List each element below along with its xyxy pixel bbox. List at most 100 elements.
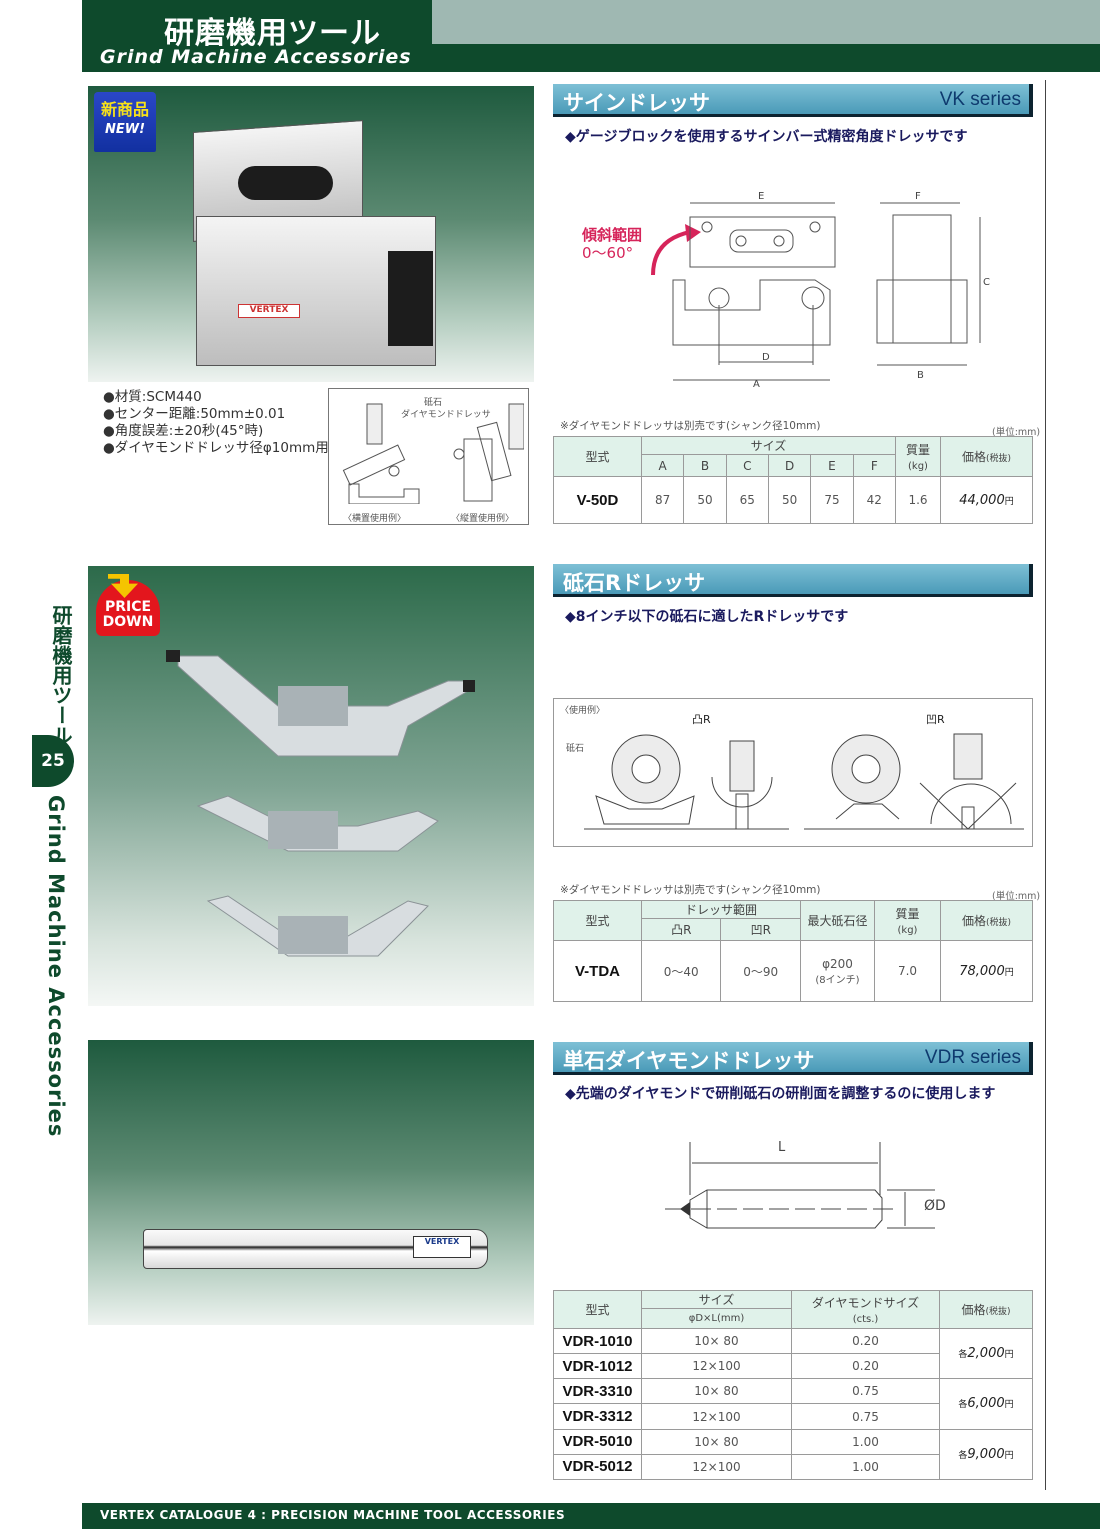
- cell-model: VDR-1010: [553, 1327, 642, 1355]
- usage-drawing: [342, 403, 524, 504]
- cell-model: VDR-3312: [553, 1403, 642, 1430]
- table-row: VDR-1012 12×100 0.20: [553, 1353, 1033, 1380]
- cell-price: 各2,000円: [939, 1327, 1033, 1380]
- footer-text: VERTEX CATALOGUE 4 : PRECISION MACHINE T…: [100, 1508, 566, 1522]
- cell-model: VDR-3310: [553, 1378, 642, 1405]
- vertex-label: VERTEX: [238, 304, 300, 318]
- table2-note: ※ダイヤモンドドレッサは別売です(シャンク径10mm): [560, 884, 821, 896]
- r-dresser-illustration: [166, 650, 475, 957]
- dim-D: ØD: [924, 1198, 946, 1214]
- tilt-range-label: 傾斜範囲: [582, 226, 643, 244]
- table-row: VDR-3310 10× 80 0.75 各6,000円: [553, 1378, 1033, 1430]
- th-concave: 凹R: [720, 918, 801, 941]
- cell-convex: 0〜40: [640, 940, 722, 1002]
- section-description: ◆ゲージブロックを使用するサインバー式精密角度ドレッサです: [565, 129, 968, 145]
- section-header-r-dresser: 砥石Rドレッサ: [553, 564, 1033, 597]
- cell-cts: 1.00: [791, 1453, 940, 1481]
- footer-bar: [82, 1503, 1100, 1529]
- side-label-jp: 研磨機用ツール: [49, 605, 73, 745]
- cell-size: 10× 80: [641, 1428, 792, 1455]
- caption-horizontal: 〈横置使用例〉: [343, 514, 407, 524]
- drawing-lines: E F D A B C: [672, 191, 990, 390]
- label-diamond-dresser: ダイヤモンドドレッサ: [401, 410, 491, 420]
- usage-example-diagram: 砥石 ダイヤモンドドレッサ 〈横置使用例〉 〈縦置使用例〉: [328, 388, 529, 525]
- header-banner-lower: [432, 44, 1100, 72]
- cell-size: 12×100: [641, 1453, 792, 1481]
- dim-D: D: [762, 352, 770, 363]
- th-convex: 凸R: [640, 918, 722, 941]
- sine-dresser-side-slot: [388, 251, 433, 346]
- table2-unit: (単位:mm): [992, 891, 1041, 902]
- spec-material: ●材質:SCM440: [103, 389, 202, 405]
- table-row: V-TDA 0〜40 0〜90 φ200(8インチ) 7.0 78,000円: [553, 940, 1033, 1002]
- section-title: 単石ダイヤモンドドレッサ: [563, 1049, 815, 1073]
- product-photo-r-dresser: [88, 566, 534, 1006]
- table1-unit: (単位:mm): [992, 427, 1041, 438]
- cell-E: 75: [810, 476, 854, 524]
- spec-center-distance: ●センター距離:50mm±0.01: [103, 406, 286, 422]
- side-label-en: Grind Machine Accessories: [44, 795, 68, 1138]
- sine-dresser-roller: [238, 166, 333, 200]
- cell-cts: 0.20: [791, 1327, 940, 1355]
- section-title: サインドレッサ: [563, 91, 710, 115]
- th-B: B: [683, 454, 727, 477]
- dim-A: A: [753, 379, 760, 390]
- cell-model: V-50D: [553, 476, 642, 524]
- dim-F: F: [915, 191, 921, 202]
- cell-model: V-TDA: [553, 940, 642, 1002]
- dim-C: C: [983, 277, 990, 288]
- new-badge-en: NEW!: [104, 122, 146, 137]
- th-D: D: [767, 454, 812, 477]
- section-header-diamond-dresser: 単石ダイヤモンドドレッサ VDR series: [553, 1042, 1033, 1075]
- th-F: F: [852, 454, 897, 477]
- diamond-dresser-spec-table: 型式 サイズ ダイヤモンドサイズ(cts.) 価格(税抜) φD×L(mm) V…: [553, 1290, 1033, 1481]
- tilt-arrow-icon: [651, 224, 701, 276]
- th-price: 価格(税抜): [939, 1290, 1033, 1329]
- price-down-line2: DOWN: [102, 614, 154, 630]
- cell-C: 65: [725, 476, 769, 524]
- th-E: E: [810, 454, 854, 477]
- label-stone: 砥石: [424, 398, 443, 408]
- spec-dresser-dia: ●ダイヤモンドドレッサ径φ10mm用: [103, 440, 329, 456]
- price-down-badge: PRICE DOWN: [96, 574, 160, 636]
- page-subtitle: Grind Machine Accessories: [100, 46, 412, 68]
- th-size-sub: φD×L(mm): [641, 1308, 792, 1329]
- tilt-range-value: 0〜60°: [582, 244, 634, 262]
- th-diamond-size: ダイヤモンドサイズ(cts.): [791, 1290, 940, 1329]
- th-weight: 質量(kg): [874, 900, 941, 941]
- dim-E: E: [758, 191, 764, 202]
- price-down-line1: PRICE: [104, 599, 152, 615]
- th-price: 価格(税抜): [940, 900, 1033, 941]
- label-usage-example: 〈使用例〉: [560, 706, 606, 716]
- section-header-sine-dresser: サインドレッサ VK series: [553, 84, 1033, 117]
- cell-concave: 0〜90: [720, 940, 801, 1002]
- r-dresser-spec-table: 型式 ドレッサ範囲 最大砥石径 質量(kg) 価格(税抜) 凸R 凹R V-TD…: [553, 900, 1033, 1002]
- cell-A: 87: [640, 476, 685, 524]
- table-row: VDR-1010 10× 80 0.20 各2,000円: [553, 1327, 1033, 1380]
- header-grey-band: [430, 0, 1100, 44]
- cell-size: 12×100: [641, 1403, 792, 1430]
- cell-cts: 0.75: [791, 1378, 940, 1405]
- right-rule: [1045, 80, 1046, 1490]
- th-model: 型式: [553, 436, 642, 477]
- cell-size: 10× 80: [641, 1378, 792, 1405]
- table1-note: ※ダイヤモンドドレッサは別売です(シャンク径10mm): [560, 420, 821, 432]
- th-max-dia: 最大砥石径: [800, 900, 875, 941]
- th-A: A: [640, 454, 685, 477]
- r-dresser-usage-diagram: 〈使用例〉 凸R 凹R 砥石: [553, 698, 1033, 847]
- th-range: ドレッサ範囲: [641, 900, 801, 919]
- page-title: 研磨機用ツール: [164, 16, 381, 51]
- cell-model: VDR-1012: [553, 1353, 642, 1380]
- dim-B: B: [917, 370, 924, 381]
- cell-price: 各6,000円: [939, 1378, 1033, 1430]
- cell-price: 78,000円: [940, 940, 1033, 1002]
- th-size: サイズ: [641, 1290, 792, 1309]
- label-concave-r: 凹R: [926, 713, 945, 726]
- dresser-lines: [665, 1142, 935, 1229]
- table-row: V-50D 87 50 65 50 75 42 1.6 44,000円: [553, 476, 1033, 524]
- diamond-dresser-drawing: L ØD: [640, 1120, 970, 1240]
- th-price: 価格(税抜): [940, 436, 1033, 477]
- th-C: C: [725, 454, 769, 477]
- cell-cts: 0.20: [791, 1353, 940, 1380]
- label-stone: 砥石: [566, 744, 585, 754]
